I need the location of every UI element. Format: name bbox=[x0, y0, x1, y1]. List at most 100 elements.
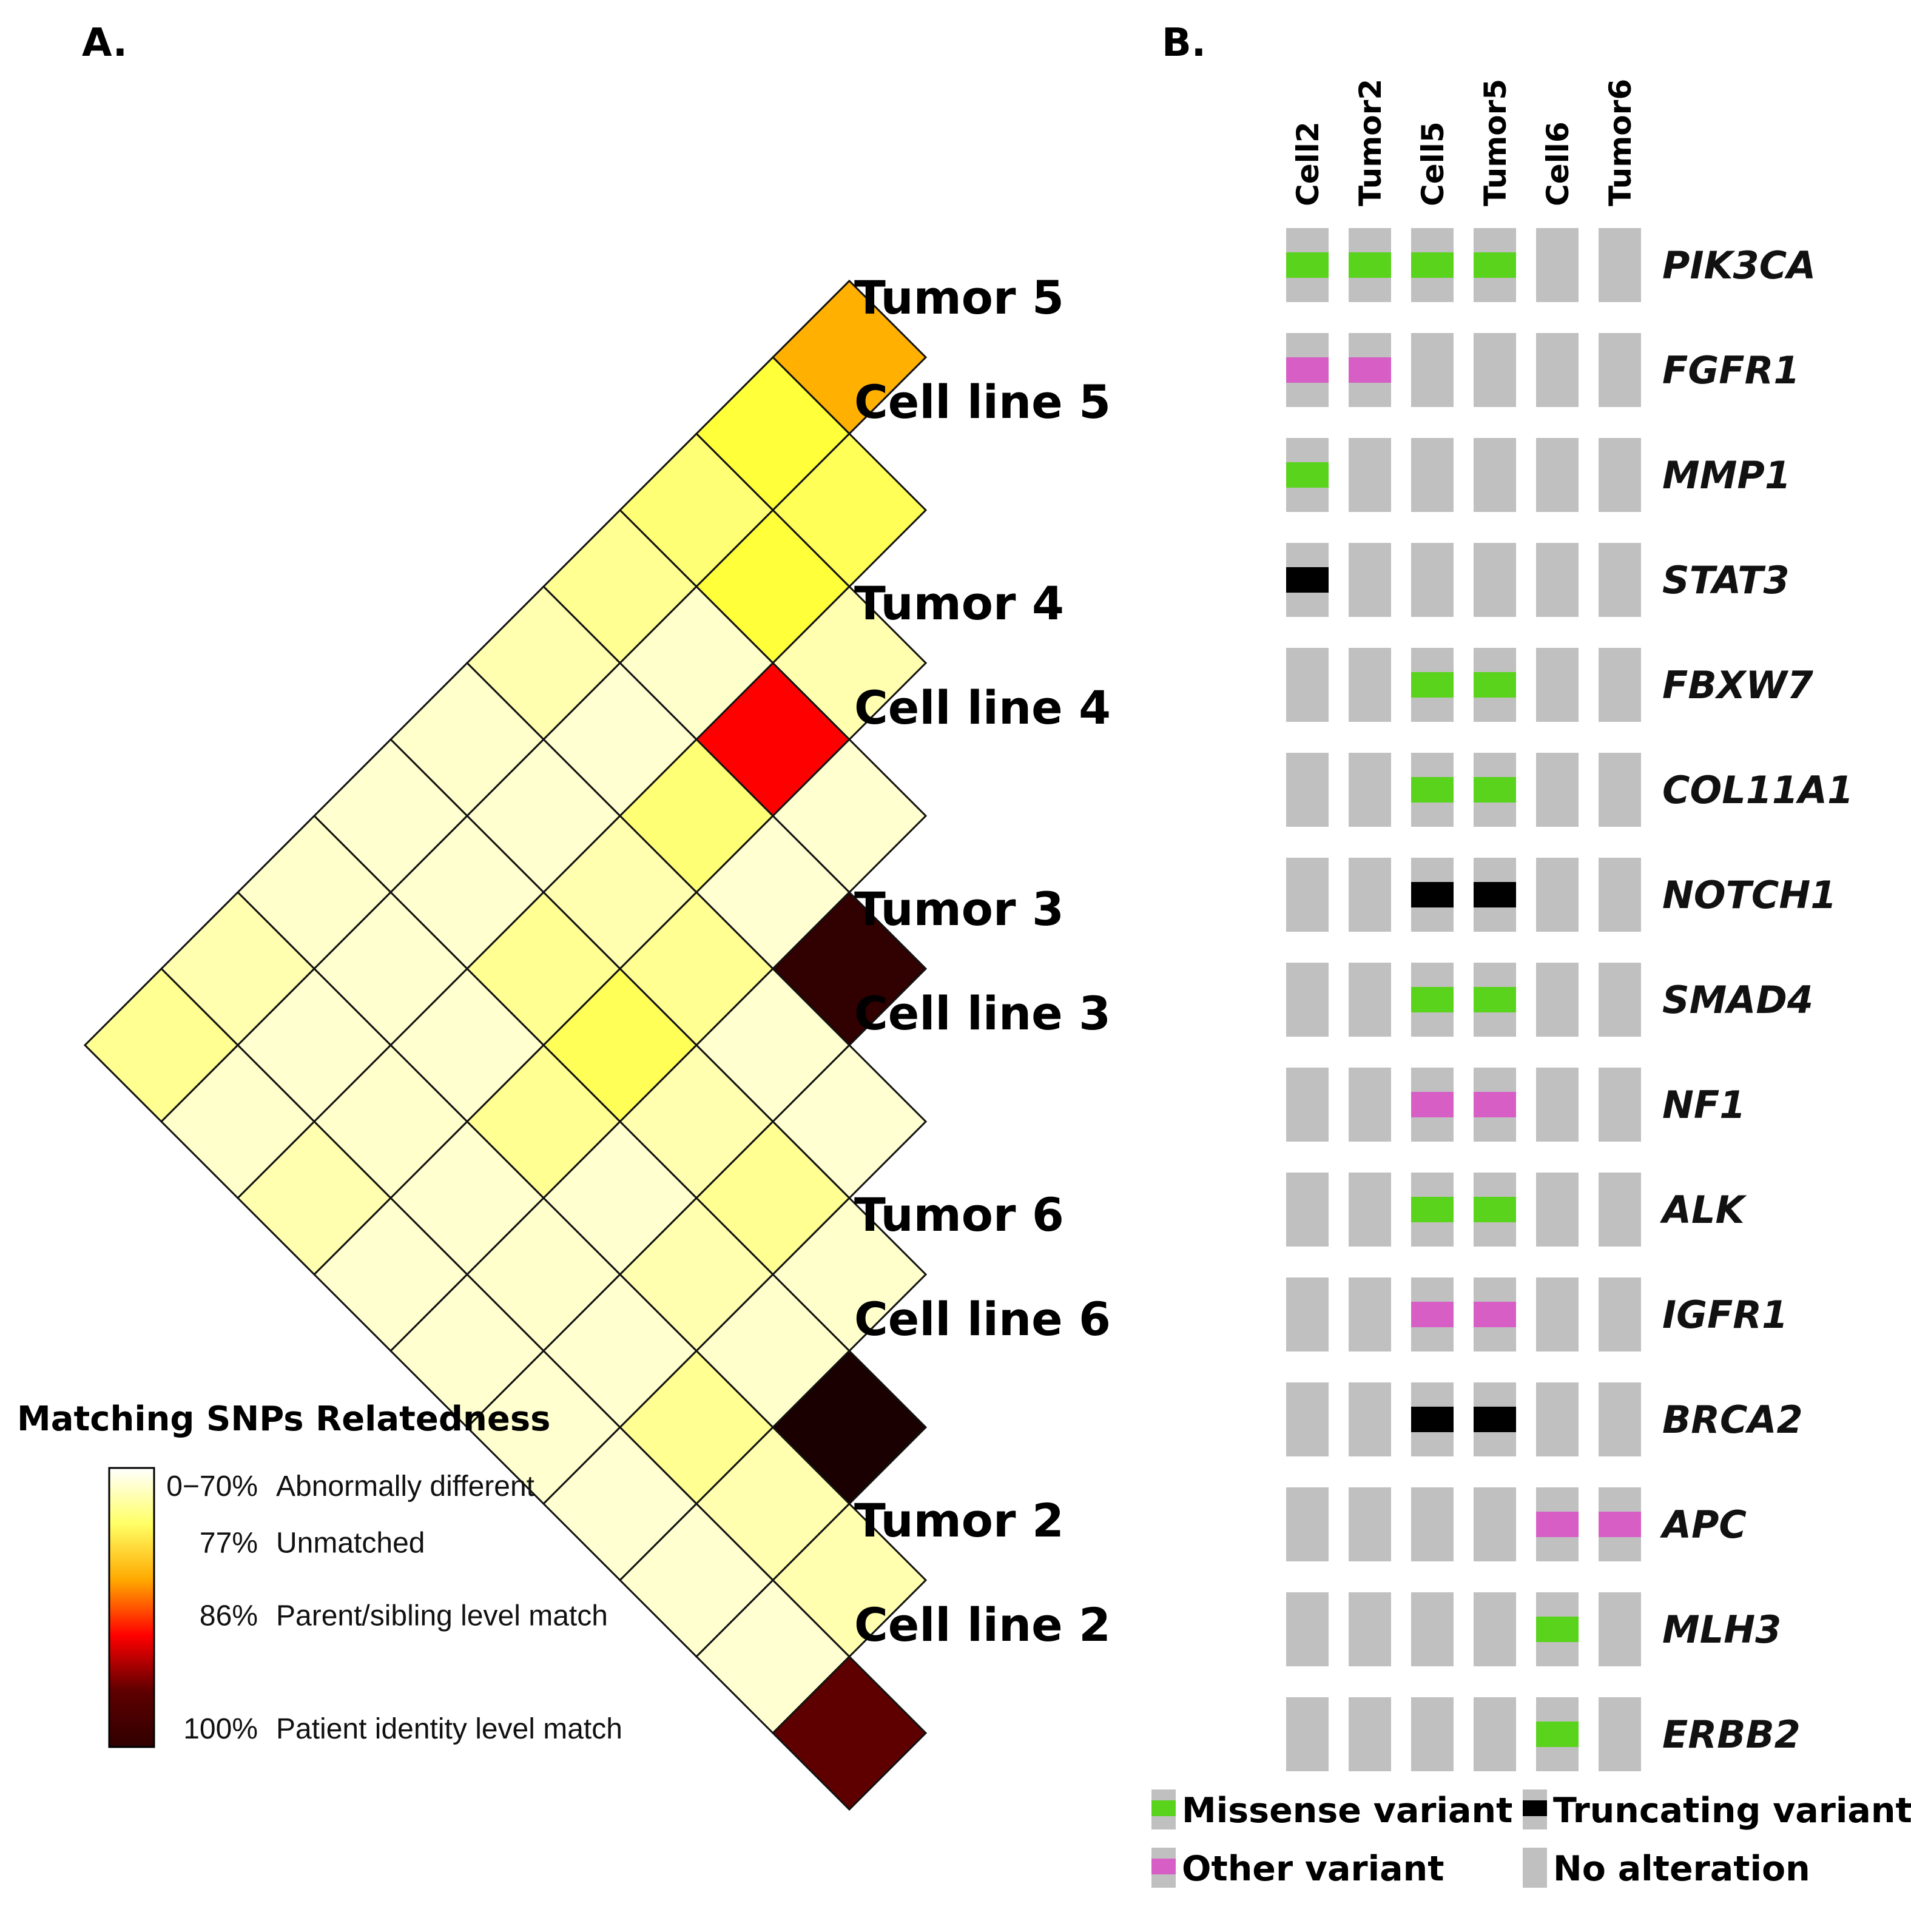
relatedness-heatmap bbox=[83, 279, 928, 1811]
oncoprint-cell bbox=[1599, 858, 1641, 932]
oncoprint-cell bbox=[1536, 858, 1579, 932]
oncoprint-cell bbox=[1474, 1487, 1516, 1561]
pair-label: Tumor 6 bbox=[854, 1188, 1064, 1242]
oncoprint-cell bbox=[1599, 543, 1641, 617]
oncoprint-cell bbox=[1349, 1382, 1391, 1456]
oncoprint-cell bbox=[1599, 1382, 1641, 1456]
oncoprint-cell bbox=[1286, 1277, 1329, 1351]
pair-label: Cell line 4 bbox=[854, 681, 1111, 735]
oncoprint-cell bbox=[1411, 1487, 1454, 1561]
legend-stop-desc: Parent/sibling level match bbox=[276, 1600, 608, 1632]
alteration-mark bbox=[1411, 672, 1454, 698]
oncoprint-cell bbox=[1286, 753, 1329, 827]
legend-title: Matching SNPs Relatedness bbox=[17, 1399, 551, 1439]
gene-label: IGFR1 bbox=[1662, 1293, 1788, 1337]
alteration-mark bbox=[1536, 1722, 1579, 1747]
oncoprint-cell bbox=[1536, 228, 1579, 302]
legend-stop-pct: 86% bbox=[200, 1600, 258, 1632]
key-label: Missense variant bbox=[1182, 1791, 1512, 1831]
gene-label: COL11A1 bbox=[1662, 768, 1853, 812]
oncoprint-cell bbox=[1349, 1487, 1391, 1561]
oncoprint-cell bbox=[1411, 1697, 1454, 1771]
alteration-mark bbox=[1411, 1092, 1454, 1117]
oncoprint-cell bbox=[1599, 1173, 1641, 1247]
gene-label: NF1 bbox=[1662, 1083, 1745, 1127]
pair-label: Tumor 4 bbox=[854, 576, 1064, 630]
oncoprint-cell bbox=[1286, 1173, 1329, 1247]
gene-label: PIK3CA bbox=[1662, 243, 1816, 288]
legend-stops: 0−70%Abnormally different77%Unmatched86%… bbox=[166, 1470, 622, 1745]
alteration-mark bbox=[1599, 1512, 1641, 1537]
pair-label: Cell line 5 bbox=[854, 375, 1111, 429]
gene-label: STAT3 bbox=[1662, 558, 1790, 602]
alteration-mark bbox=[1286, 357, 1329, 383]
sample-label: Cell5 bbox=[1415, 121, 1451, 206]
sample-label: Cell6 bbox=[1540, 121, 1576, 206]
oncoprint-cell bbox=[1349, 543, 1391, 617]
oncoprint-cell bbox=[1599, 333, 1641, 407]
oncoprint-cell bbox=[1536, 1068, 1579, 1142]
legend-stop-desc: Unmatched bbox=[276, 1527, 425, 1559]
legend-stop-pct: 100% bbox=[183, 1713, 258, 1745]
alteration-mark bbox=[1474, 1197, 1516, 1222]
pair-label: Cell line 3 bbox=[854, 986, 1111, 1040]
sample-label: Tumor2 bbox=[1353, 79, 1388, 206]
alteration-mark bbox=[1286, 252, 1329, 278]
oncoprint-cell bbox=[1536, 1277, 1579, 1351]
alteration-mark bbox=[1536, 1512, 1579, 1537]
alteration-mark bbox=[1474, 1407, 1516, 1432]
key-label: Truncating variant bbox=[1553, 1791, 1911, 1831]
oncoprint-cell bbox=[1536, 543, 1579, 617]
gene-label: MLH3 bbox=[1662, 1607, 1781, 1652]
oncoprint-cell bbox=[1286, 648, 1329, 722]
oncoprint-cell bbox=[1474, 543, 1516, 617]
alteration-mark bbox=[1474, 882, 1516, 907]
oncoprint-cell bbox=[1286, 963, 1329, 1037]
oncoprint-cell bbox=[1349, 1173, 1391, 1247]
pair-label: Tumor 5 bbox=[854, 271, 1064, 325]
pair-label: Tumor 3 bbox=[854, 882, 1064, 936]
alteration-mark bbox=[1474, 1092, 1516, 1117]
oncoprint-cell bbox=[1599, 228, 1641, 302]
oncoprint-cell bbox=[1599, 1068, 1641, 1142]
oncoprint-cell bbox=[1349, 858, 1391, 932]
sample-label: Cell2 bbox=[1290, 121, 1326, 206]
panel-a-letter: A. bbox=[82, 21, 127, 66]
alteration-mark bbox=[1411, 1302, 1454, 1327]
oncoprint-cell bbox=[1286, 1592, 1329, 1666]
gene-label: ALK bbox=[1659, 1188, 1747, 1232]
oncoprint-cell bbox=[1599, 1697, 1641, 1771]
alteration-mark bbox=[1411, 882, 1454, 907]
gene-label: BRCA2 bbox=[1662, 1398, 1803, 1442]
pair-labels: Tumor 5 Cell line 5 Tumor 4 Cell line 4 Tumo… bbox=[854, 271, 1111, 1652]
alteration-mark bbox=[1474, 252, 1516, 278]
oncoprint-cell bbox=[1411, 438, 1454, 512]
oncoprint-cell bbox=[1536, 333, 1579, 407]
oncoprint-cell bbox=[1599, 648, 1641, 722]
gene-label: FBXW7 bbox=[1662, 663, 1814, 707]
alteration-mark bbox=[1474, 1302, 1516, 1327]
legend-stop-desc: Patient identity level match bbox=[276, 1713, 622, 1745]
alteration-mark bbox=[1536, 1617, 1579, 1642]
alteration-mark bbox=[1411, 777, 1454, 803]
oncoprint-cell bbox=[1286, 1487, 1329, 1561]
oncoprint-cell bbox=[1474, 1697, 1516, 1771]
sample-label: Tumor6 bbox=[1603, 79, 1638, 206]
oncoprint-cell bbox=[1349, 1697, 1391, 1771]
pair-label: Cell line 2 bbox=[854, 1598, 1111, 1652]
legend-stop-desc: Abnormally different bbox=[276, 1470, 534, 1503]
gene-label: NOTCH1 bbox=[1662, 873, 1836, 917]
gene-labels: PIK3CAFGFR1MMP1STAT3FBXW7COL11A1NOTCH1SM… bbox=[1659, 243, 1853, 1757]
gene-label: APC bbox=[1659, 1503, 1747, 1547]
alteration-mark bbox=[1286, 567, 1329, 593]
oncoprint-cell bbox=[1349, 963, 1391, 1037]
oncoprint-cell bbox=[1411, 333, 1454, 407]
key-swatch bbox=[1523, 1848, 1547, 1888]
alteration-mark bbox=[1349, 357, 1391, 383]
oncoprint-cell bbox=[1599, 438, 1641, 512]
gene-label: ERBB2 bbox=[1662, 1712, 1801, 1757]
gene-label: MMP1 bbox=[1662, 453, 1791, 497]
alteration-mark bbox=[1411, 987, 1454, 1012]
